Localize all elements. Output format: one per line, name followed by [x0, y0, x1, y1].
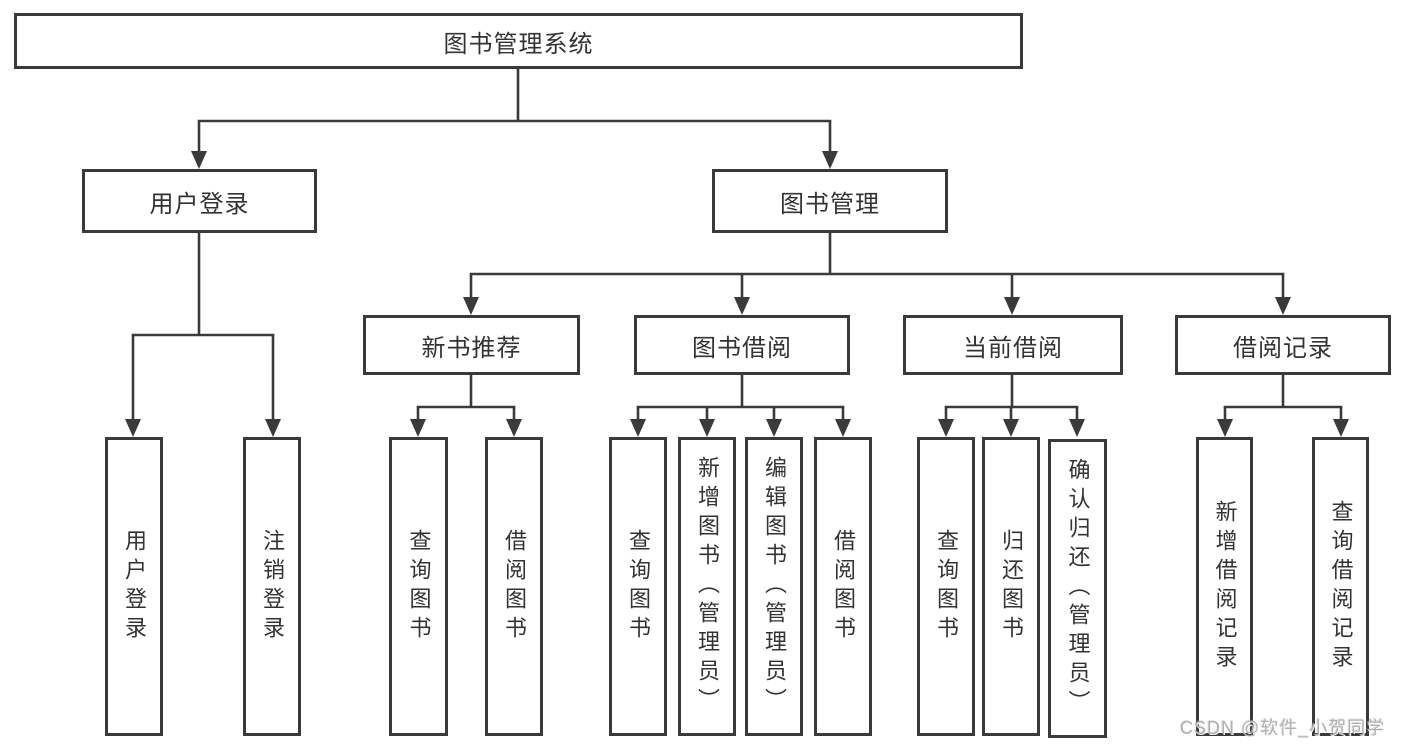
node-current-borrowing: 当前借阅 [903, 315, 1123, 375]
leaf-query-borrow-record: 查询借阅记录 [1312, 437, 1369, 736]
node-root-system: 图书管理系统 [14, 13, 1023, 69]
node-user-login: 用户登录 [82, 169, 317, 233]
leaf-borrow-books-recommend: 借阅图书 [485, 437, 543, 736]
leaf-edit-books-admin: 编辑图书（管理员） [745, 437, 803, 736]
leaf-return-books: 归还图书 [982, 437, 1040, 736]
node-new-book-recommend: 新书推荐 [363, 315, 580, 375]
node-book-borrowing: 图书借阅 [634, 315, 850, 375]
leaf-borrow-books: 借阅图书 [814, 437, 872, 736]
watermark: CSDN @软件_小贺同学 [1180, 718, 1386, 738]
node-book-management: 图书管理 [712, 169, 948, 233]
leaf-query-books-recommend: 查询图书 [389, 437, 448, 736]
leaf-add-borrow-record: 新增借阅记录 [1196, 437, 1253, 736]
leaf-add-books-admin: 新增图书（管理员） [678, 437, 736, 736]
leaf-logout: 注销登录 [243, 437, 301, 736]
leaf-query-books-current: 查询图书 [917, 437, 975, 736]
leaf-user-login: 用户登录 [105, 437, 163, 736]
leaf-query-books-borrowing: 查询图书 [609, 437, 667, 736]
node-borrowing-records: 借阅记录 [1175, 315, 1391, 375]
leaf-confirm-return-admin: 确认归还（管理员） [1048, 439, 1107, 738]
